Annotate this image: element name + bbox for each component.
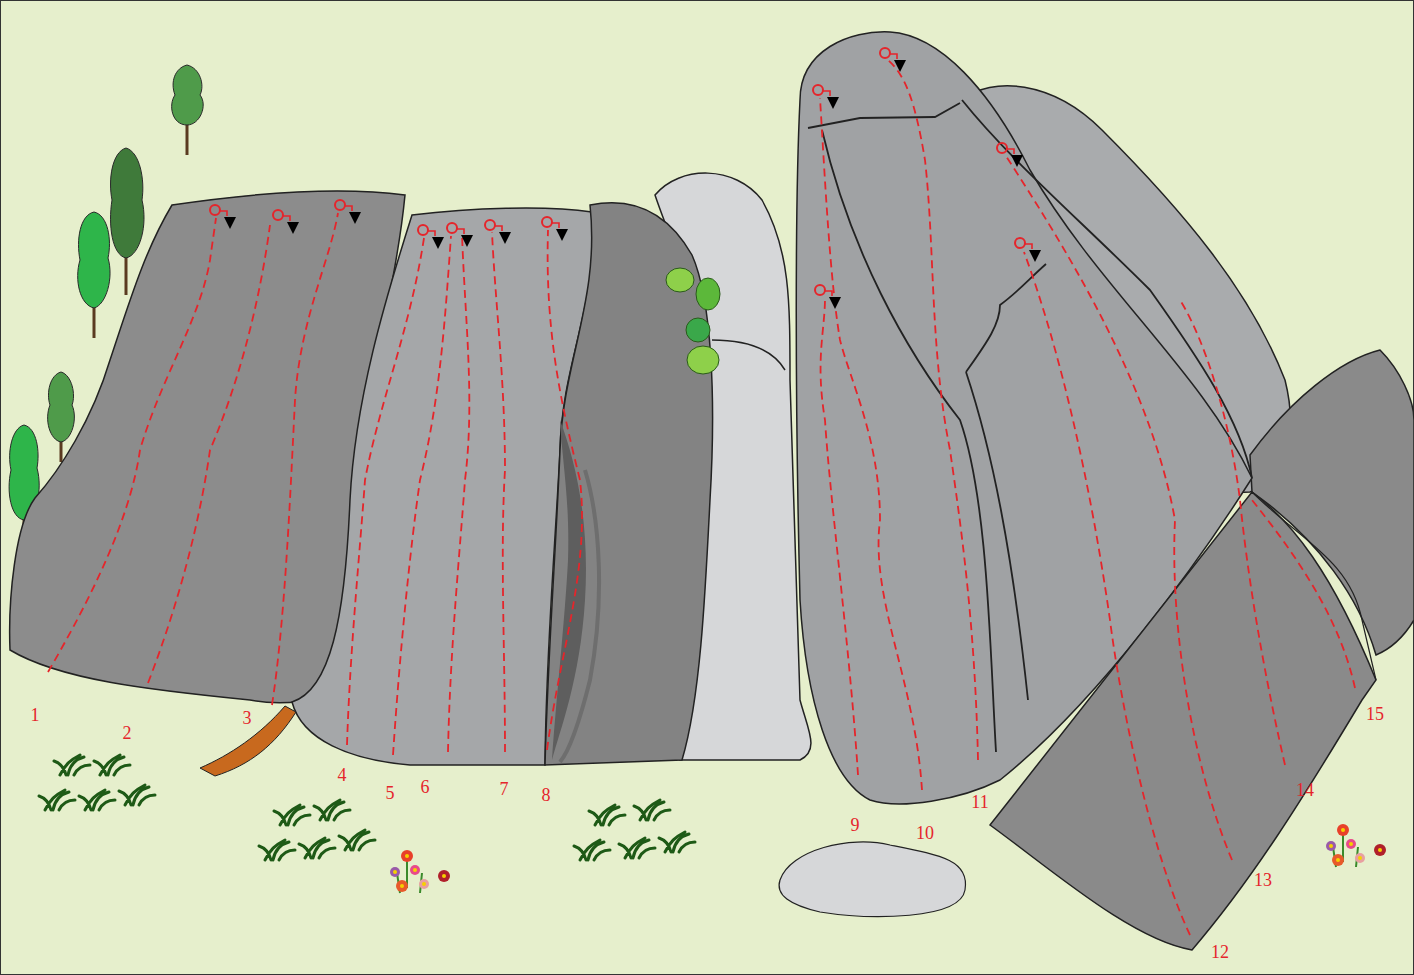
callout-number: 7 — [500, 780, 509, 798]
callout-number: 8 — [542, 786, 551, 804]
callout-number: 13 — [1254, 871, 1272, 889]
callout-number: 12 — [1211, 943, 1229, 961]
callout-number: 4 — [338, 766, 347, 784]
callout-number: 3 — [243, 709, 252, 727]
callout-number: 2 — [123, 724, 132, 742]
callout-number: 10 — [916, 824, 934, 842]
callout-number: 11 — [971, 793, 988, 811]
callout-number: 6 — [421, 778, 430, 796]
callout-number: 14 — [1296, 781, 1314, 799]
callout-number: 9 — [851, 816, 860, 834]
callout-number: 15 — [1366, 705, 1384, 723]
callout-number: 1 — [31, 706, 40, 724]
callout-number: 5 — [386, 784, 395, 802]
